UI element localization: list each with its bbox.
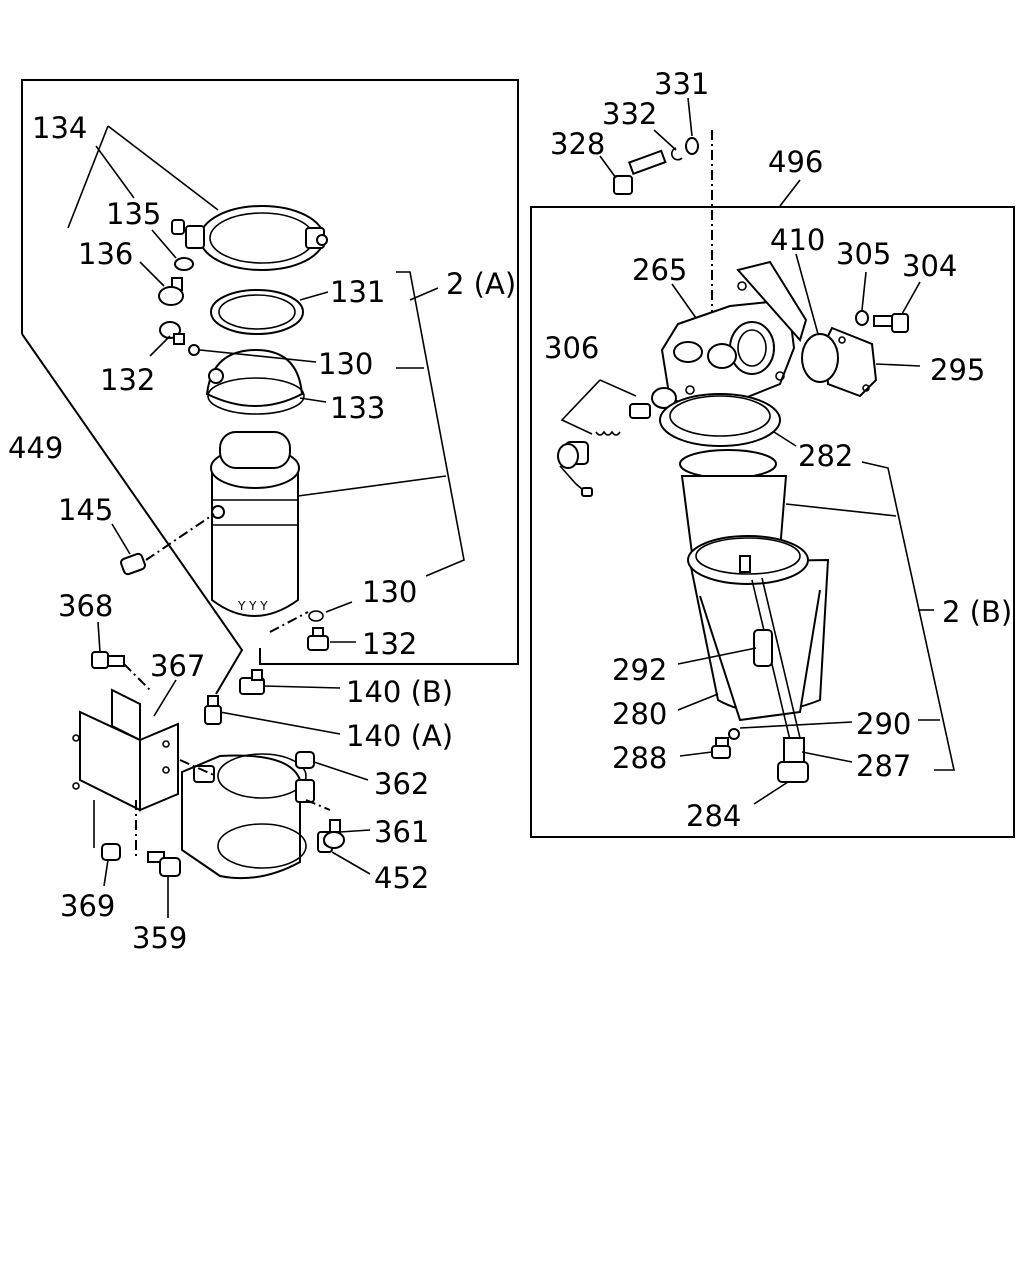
- plug-288: [711, 737, 731, 759]
- o-ring-130-top: [188, 344, 200, 356]
- left-frame-outline: [21, 79, 519, 665]
- label-132-top: 132: [100, 363, 155, 397]
- label-496: 496: [768, 145, 823, 179]
- axis-361: [305, 799, 331, 811]
- bolt-304: [873, 313, 909, 333]
- label-282: 282: [798, 439, 853, 473]
- bracket-367: [72, 688, 179, 812]
- label-369: 369: [60, 889, 115, 923]
- part-labels: 134 135 136 131 2 (A) 130 132 133 449 14…: [8, 67, 1012, 955]
- right-assembly: [530, 130, 1015, 838]
- left-assembly: Y Y Y: [21, 79, 519, 880]
- label-130-top: 130: [318, 347, 373, 381]
- label-2a: 2 (A): [446, 267, 516, 301]
- plug-132-top: [159, 321, 185, 345]
- label-368: 368: [58, 589, 113, 623]
- axis-452: [179, 759, 217, 777]
- label-328: 328: [550, 127, 605, 161]
- label-410: 410: [770, 223, 825, 257]
- fitting-145: [120, 552, 146, 576]
- label-280: 280: [612, 697, 667, 731]
- label-287: 287: [856, 749, 911, 783]
- cap-133: [205, 348, 305, 415]
- bolt-368: [91, 651, 125, 669]
- label-331: 331: [654, 67, 709, 101]
- fitting-140a: [204, 695, 222, 725]
- label-135: 135: [106, 197, 161, 231]
- label-295: 295: [930, 353, 985, 387]
- axis-132-bottom: [269, 611, 309, 633]
- filter-body-2a: Y Y Y: [210, 431, 300, 617]
- gasket-282: [659, 393, 781, 479]
- label-134: 134: [32, 111, 87, 145]
- label-2b: 2 (B): [942, 595, 1012, 629]
- fitting-140b: [239, 669, 265, 695]
- seal-ring-131: [210, 289, 304, 335]
- bolt-359: [147, 851, 181, 877]
- label-305: 305: [836, 237, 891, 271]
- nut-135: [171, 219, 185, 235]
- filter-case-280: [680, 475, 830, 722]
- plug-132-bottom: [307, 627, 329, 651]
- o-ring-290: [728, 728, 740, 740]
- washer-305: [855, 310, 869, 326]
- svg-text:Y Y Y: Y Y Y: [237, 599, 268, 613]
- label-290: 290: [856, 707, 911, 741]
- bolt-136: [158, 277, 184, 306]
- label-304: 304: [902, 249, 957, 283]
- label-292: 292: [612, 653, 667, 687]
- bolt-328: [613, 149, 667, 195]
- label-140a: 140 (A): [346, 719, 453, 753]
- frame-leader-449: [21, 333, 244, 695]
- spring-292: [753, 629, 773, 667]
- leader-lines: [67, 97, 955, 918]
- washer-332: [670, 147, 683, 161]
- washer-331: [685, 137, 699, 155]
- label-265: 265: [632, 253, 687, 287]
- valve-306: [557, 387, 677, 497]
- label-359: 359: [132, 921, 187, 955]
- bolt-361: [323, 819, 345, 849]
- filter-head-265: [660, 260, 808, 410]
- label-362: 362: [374, 767, 429, 801]
- clamp-band-452: [181, 753, 333, 880]
- axis-145: [145, 513, 215, 561]
- label-332: 332: [602, 97, 657, 131]
- label-140b: 140 (B): [346, 675, 453, 709]
- label-452: 452: [374, 861, 429, 895]
- label-131: 131: [330, 275, 385, 309]
- label-449: 449: [8, 431, 63, 465]
- nut-362: [295, 751, 315, 769]
- label-288: 288: [612, 741, 667, 775]
- right-frame: [530, 206, 1015, 838]
- axis-368: [123, 663, 151, 691]
- label-284: 284: [686, 799, 741, 833]
- nut-369: [101, 843, 121, 861]
- label-133: 133: [330, 391, 385, 425]
- o-ring-130-bottom: [308, 610, 324, 622]
- label-145: 145: [58, 493, 113, 527]
- label-367: 367: [150, 649, 205, 683]
- label-306: 306: [544, 331, 599, 365]
- clamp-ring-134: [185, 205, 328, 271]
- washer-135: [174, 257, 194, 271]
- label-136: 136: [78, 237, 133, 271]
- label-132-bottom: 132: [362, 627, 417, 661]
- cover-295: [801, 326, 878, 398]
- label-361: 361: [374, 815, 429, 849]
- label-130-bottom: 130: [362, 575, 417, 609]
